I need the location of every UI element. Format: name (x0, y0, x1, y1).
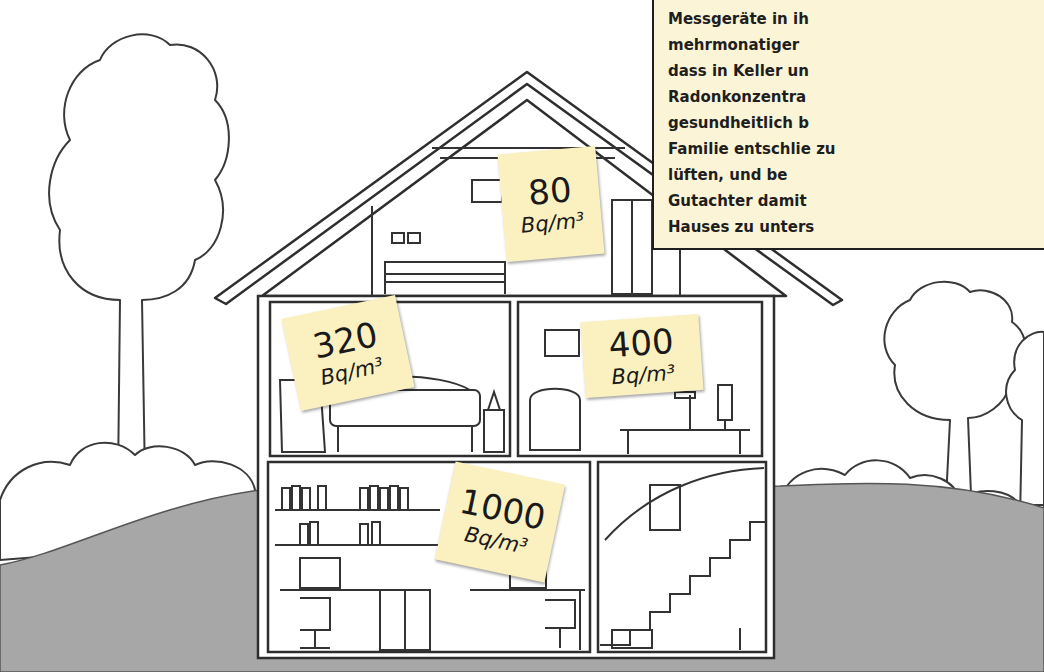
unit-label: Bq/m³ (520, 207, 586, 238)
radon-note: 320Bq/m³ (281, 295, 414, 411)
radon-value: 80 (527, 170, 573, 212)
radon-note: 80Bq/m³ (497, 146, 604, 262)
house-walls (258, 296, 774, 658)
radon-note: 400Bq/m³ (580, 314, 703, 398)
radon-value: 400 (607, 322, 674, 364)
staircase (600, 468, 766, 650)
unit-label: Bq/m³ (611, 360, 676, 390)
info-box: Messgeräte in ih mehrmonatiger dass in K… (652, 0, 1044, 250)
note-text: Messgeräte in ih mehrmonatiger dass in K… (668, 6, 840, 240)
radon-note: 1000Bq/m³ (435, 461, 565, 582)
